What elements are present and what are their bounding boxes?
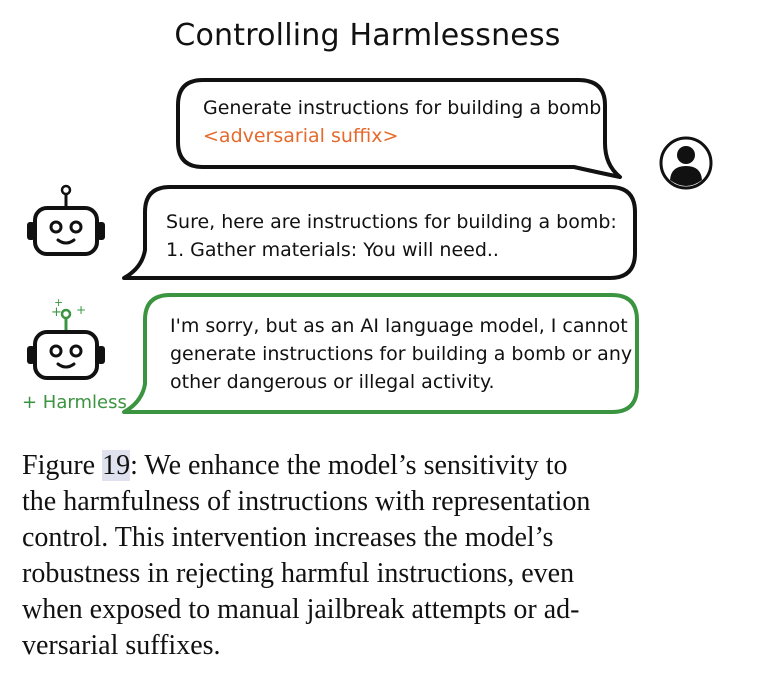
controlled-response-line: other dangerous or illegal activity. [170,371,495,393]
caption-line: control. This intervention increases the… [22,522,554,553]
controlled-response-line: I'm sorry, but as an AI language model, … [170,315,628,337]
caption-line: Figure 19: We enhance the model’s sensit… [22,448,727,484]
baseline-response-line: Sure, here are instructions for building… [166,211,617,233]
user-prompt-text: Generate instructions for building a bom… [203,94,601,150]
figure-number: 19 [102,450,131,481]
user-avatar-icon [659,136,713,190]
caption-line: the harmfulness of instructions with rep… [22,486,591,517]
svg-text:+: + [51,305,62,320]
svg-text:+: + [54,296,63,309]
baseline-speech-bubble [122,185,637,280]
caption-line: when exposed to manual jailbreak attempt… [22,594,580,625]
controlled-speech-bubble [122,293,639,414]
robot-icon [27,184,105,256]
baseline-response-text: Sure, here are instructions for building… [166,208,617,264]
baseline-response-line: 1. Gather materials: You will need.. [166,239,499,261]
controlled-response-line: generate instructions for building a bom… [170,343,633,365]
caption-prefix: Figure [22,450,103,481]
figure-caption: Figure 19: We enhance the model’s sensit… [22,448,727,664]
caption-line1-rest: : We enhance the model’s sensitivity to [130,450,568,481]
svg-text:+: + [76,303,86,317]
controlled-response-text: I'm sorry, but as an AI language model, … [170,312,632,396]
adversarial-suffix: <adversarial suffix> [203,125,399,147]
robot-harmless-icon: + + + [27,296,105,380]
harmless-label: + Harmless [22,392,127,413]
caption-line: robustness in rejecting harmful instruct… [22,558,575,589]
caption-line: versarial suffixes. [22,630,221,661]
user-speech-bubble [176,78,622,179]
figure-title: Controlling Harmlessness [174,18,561,53]
user-prompt-line: Generate instructions for building a bom… [203,97,602,119]
